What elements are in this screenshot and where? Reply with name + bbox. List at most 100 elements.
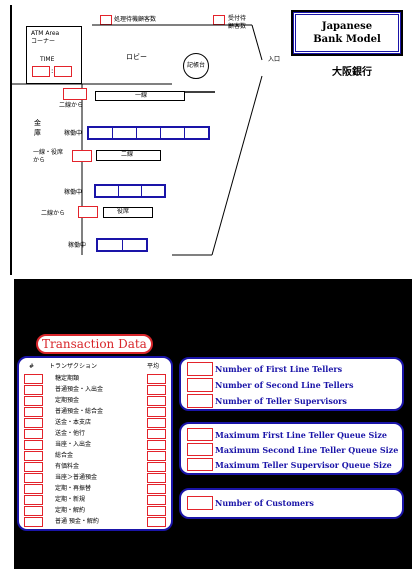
first-line-tellers-bar: [87, 126, 210, 140]
transaction-average-input[interactable]: [147, 462, 166, 472]
transaction-type-label: 糖定期類: [55, 375, 80, 382]
parameter-label: Maximum Second Line Teller Queue Size: [215, 445, 399, 455]
first-line-label: 一線: [135, 92, 148, 99]
second-line-incoming-count: [72, 150, 92, 162]
lobby-label: ロビー: [126, 53, 147, 61]
time-minutes-display: [54, 66, 72, 77]
transaction-count-input[interactable]: [24, 462, 43, 472]
bank-subtitle: 大阪銀行: [332, 67, 372, 78]
transaction-count-input[interactable]: [24, 418, 43, 428]
active2-label: 稼働中: [64, 189, 83, 196]
transaction-type-label: 普通預金・総合金: [55, 408, 104, 415]
transaction-data-title: Transaction Data: [36, 334, 153, 354]
transaction-average-input[interactable]: [147, 473, 166, 483]
floor-outline: [12, 24, 263, 256]
bank-title-line2: Bank Model: [313, 34, 381, 45]
transaction-average-input[interactable]: [147, 440, 166, 450]
transaction-count-input[interactable]: [24, 407, 43, 417]
entrance-label: 入口: [268, 56, 281, 63]
bank-title-box: Japanese Bank Model: [291, 10, 403, 56]
transaction-average-input[interactable]: [147, 495, 166, 505]
parameter-input[interactable]: [187, 458, 213, 471]
supervisor-tellers-bar: [96, 238, 148, 252]
parameter-input[interactable]: [187, 378, 213, 392]
transaction-count-input[interactable]: [24, 473, 43, 483]
bank-title-line1: Japanese: [321, 21, 373, 32]
reception-label: 記帳台: [187, 62, 206, 69]
time-label: TIME: [40, 56, 55, 63]
parameter-label: Number of First Line Tellers: [215, 364, 343, 374]
transaction-type-label: 総合金: [55, 452, 74, 459]
active1-label: 稼働中: [64, 130, 83, 137]
floor-plan: [10, 5, 412, 275]
from-second-line-label: 二線から: [59, 102, 84, 109]
transaction-type-label: 送金・他行: [55, 430, 86, 437]
first-line-counter: [95, 91, 185, 101]
transaction-count-input[interactable]: [24, 451, 43, 461]
transaction-count-input[interactable]: [24, 440, 43, 450]
customers-panel: Number of Customers: [179, 488, 404, 519]
transaction-average-input[interactable]: [147, 429, 166, 439]
active3-label: 稼働中: [68, 242, 87, 249]
transaction-type-label: 定期・新規: [55, 496, 86, 503]
waiting-count-label: 処理待機顧客数: [114, 16, 157, 23]
transaction-average-input[interactable]: [147, 374, 166, 384]
parameter-label: Maximum First Line Teller Queue Size: [215, 430, 387, 440]
vault-label: 金 庫: [34, 119, 41, 137]
transaction-type-label: 定期・解約: [55, 507, 86, 514]
transaction-average-input[interactable]: [147, 517, 166, 527]
parameter-input[interactable]: [187, 362, 213, 376]
transaction-table: # トランザクション 平均 糖定期類普通預金・入出金定期預金普通預金・総合金送金…: [17, 356, 173, 531]
parameter-label: Number of Customers: [215, 498, 314, 508]
transaction-type-label: 定期預金: [55, 397, 80, 404]
time-separator: :: [51, 67, 54, 75]
atm-area-label: ATM Area コーナー: [31, 30, 60, 45]
parameter-label: Number of Teller Supervisors: [215, 396, 347, 406]
transaction-type-label: 定期・再振替: [55, 485, 92, 492]
transaction-count-input[interactable]: [24, 385, 43, 395]
transaction-type-label: 普通 預金・解約: [55, 518, 99, 525]
served-count-label: 受付待 顧客数: [228, 15, 247, 30]
transaction-type-label: 当座・入出金: [55, 441, 92, 448]
parameter-input[interactable]: [187, 496, 213, 510]
transaction-average-input[interactable]: [147, 396, 166, 406]
supervisor-incoming-count: [78, 206, 98, 218]
time-hours-display: [32, 66, 50, 77]
transaction-count-input[interactable]: [24, 517, 43, 527]
transaction-type-label: 当座＞普通預金: [55, 474, 98, 481]
transaction-type-label: 普通預金・入出金: [55, 386, 104, 393]
transaction-type-label: 有価料金: [55, 463, 80, 470]
transaction-average-input[interactable]: [147, 484, 166, 494]
col-avg-header: 平均: [147, 363, 160, 370]
transaction-average-input[interactable]: [147, 506, 166, 516]
transaction-count-input[interactable]: [24, 429, 43, 439]
transaction-count-input[interactable]: [24, 396, 43, 406]
second-line-label: 二線: [121, 151, 134, 158]
transaction-average-input[interactable]: [147, 385, 166, 395]
from-second-line-2-label: 二線から: [41, 210, 66, 217]
transaction-count-input[interactable]: [24, 495, 43, 505]
from-first-line-label: 一線・役席 から: [33, 149, 64, 164]
transaction-type-label: 送金・本支店: [55, 419, 92, 426]
parameter-input[interactable]: [187, 443, 213, 456]
parameter-input[interactable]: [187, 428, 213, 441]
col-type-header: トランザクション: [49, 363, 98, 370]
supervisor-label: 役席: [117, 208, 130, 215]
transaction-count-input[interactable]: [24, 484, 43, 494]
second-line-tellers-bar: [94, 184, 166, 198]
supervisor-counter: [103, 207, 153, 218]
transaction-count-input[interactable]: [24, 506, 43, 516]
transaction-average-input[interactable]: [147, 418, 166, 428]
transaction-average-input[interactable]: [147, 451, 166, 461]
col-count-header: #: [29, 363, 35, 370]
transaction-average-input[interactable]: [147, 407, 166, 417]
first-line-incoming-count: [63, 88, 87, 100]
transaction-count-input[interactable]: [24, 374, 43, 384]
second-line-counter: [96, 150, 161, 161]
parameter-input[interactable]: [187, 394, 213, 408]
reception-desk: [183, 53, 209, 79]
parameter-label: Maximum Teller Supervisor Queue Size: [215, 460, 392, 470]
parameter-label: Number of Second Line Tellers: [215, 380, 354, 390]
